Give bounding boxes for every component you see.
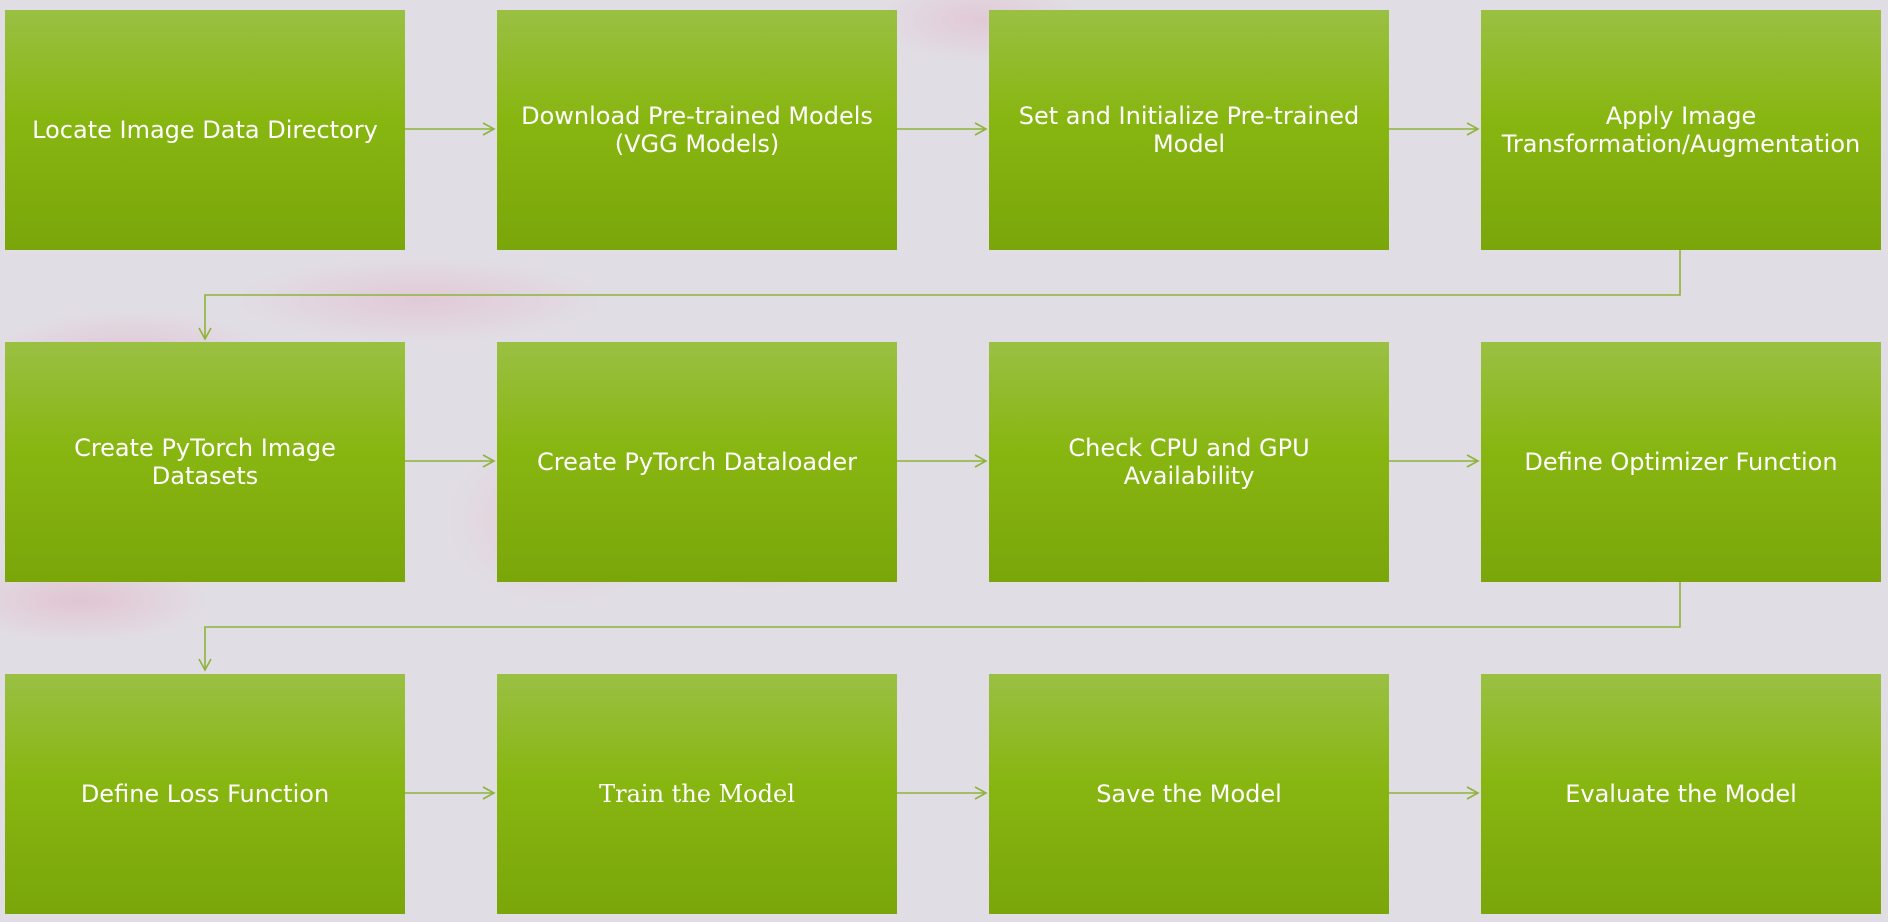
step-label: Create PyTorch Dataloader	[537, 448, 857, 476]
step-label: Evaluate the Model	[1565, 780, 1797, 808]
step-evaluate-model: Evaluate the Model	[1481, 674, 1881, 914]
step-locate-image-data-directory: Locate Image Data Directory	[5, 10, 405, 250]
step-check-cpu-gpu: Check CPU and GPU Availability	[989, 342, 1389, 582]
step-label: Save the Model	[1096, 780, 1282, 808]
step-label: Set and Initialize Pre-trained Model	[1018, 102, 1360, 158]
step-download-pretrained-models: Download Pre-trained Models (VGG Models)	[497, 10, 897, 250]
arrow-8-9	[198, 582, 1681, 672]
step-label: Define Optimizer Function	[1524, 448, 1838, 476]
step-label: Check CPU and GPU Availability	[1068, 434, 1310, 490]
step-label: Locate Image Data Directory	[32, 116, 378, 144]
step-create-dataloader: Create PyTorch Dataloader	[497, 342, 897, 582]
step-label: Create PyTorch Image Datasets	[74, 434, 336, 490]
step-save-model: Save the Model	[989, 674, 1389, 914]
step-label: Train the Model	[599, 780, 795, 808]
step-label: Download Pre-trained Models (VGG Models)	[521, 102, 873, 158]
step-label: Apply Image Transformation/Augmentation	[1501, 102, 1861, 158]
step-create-image-datasets: Create PyTorch Image Datasets	[5, 342, 405, 582]
step-apply-image-transformation: Apply Image Transformation/Augmentation	[1481, 10, 1881, 250]
step-define-loss-function: Define Loss Function	[5, 674, 405, 914]
step-define-optimizer: Define Optimizer Function	[1481, 342, 1881, 582]
step-train-model: Train the Model	[497, 674, 897, 914]
step-set-initialize-model: Set and Initialize Pre-trained Model	[989, 10, 1389, 250]
arrow-4-5	[198, 250, 1681, 341]
step-label: Define Loss Function	[80, 780, 330, 808]
